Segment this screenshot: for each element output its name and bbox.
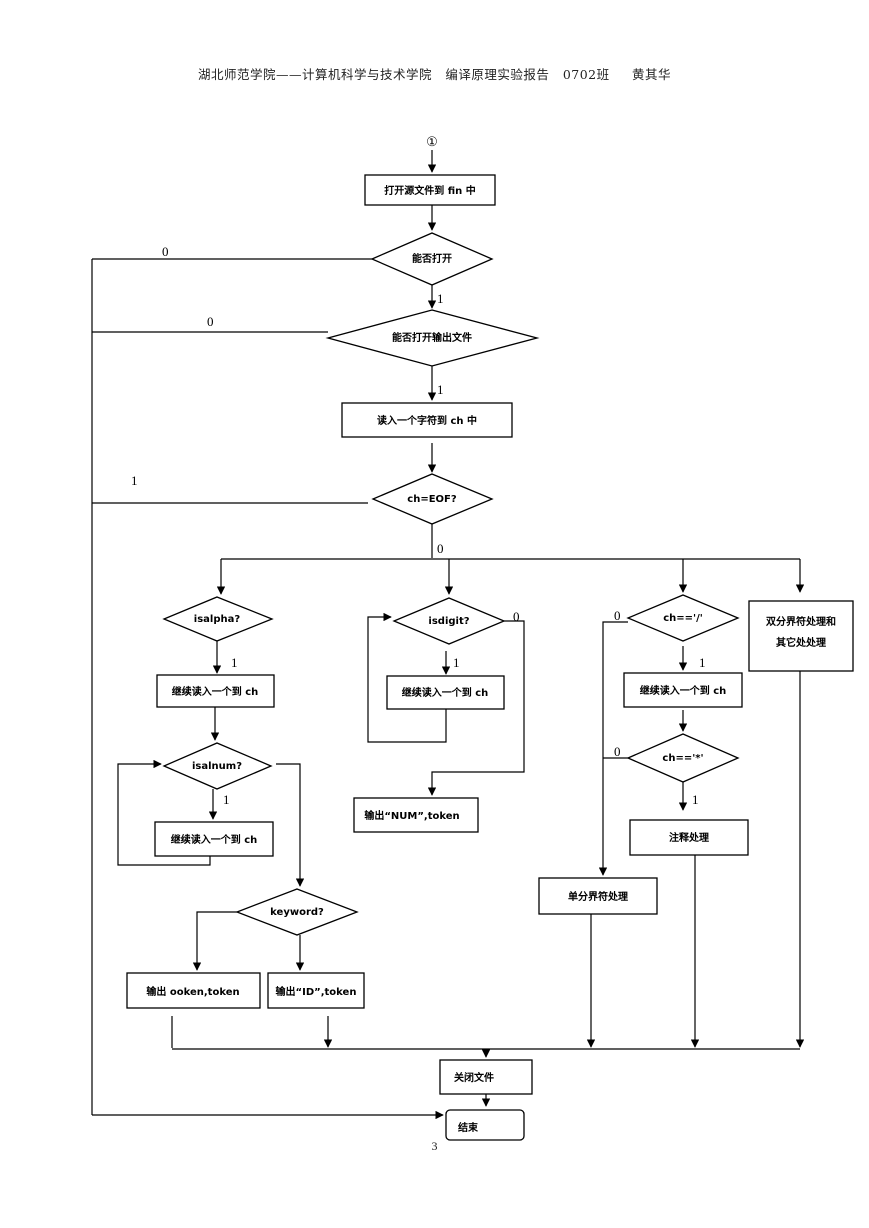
out-keyword-box [126, 972, 261, 1009]
isdigit-label: isdigit? [428, 616, 469, 627]
read-next-a-label: 继续读入一个到 ch [172, 685, 259, 698]
isalpha-label: isalpha? [194, 614, 241, 625]
isalnum-no-line [276, 763, 305, 887]
out-num-label: 输出“NUM”,token [364, 809, 459, 822]
isalnum-diamond [162, 742, 273, 790]
label-one-8: 1 [692, 792, 699, 807]
open-source-box [364, 174, 496, 206]
keyword-diamond [235, 888, 359, 936]
read-next-d-box [623, 672, 743, 708]
comment-label: 注释处理 [669, 831, 709, 844]
close-file-label: 关闭文件 [454, 1071, 494, 1084]
header-report: 编译原理实验报告 [445, 67, 550, 82]
is-slash-no-line [598, 621, 628, 876]
double-delim-box [748, 600, 854, 672]
header-author: 黄其华 [632, 67, 672, 82]
isalnum-label: isalnum? [192, 761, 242, 772]
page-header: 湖北师范学院——计算机科学与技术学院 编译原理实验报告 0702班 黄其华 [0, 64, 869, 83]
read-next-c-label: 继续读入一个到 ch [402, 686, 489, 699]
label-zero-6: 0 [614, 744, 621, 759]
isdigit-no-line [427, 620, 525, 796]
label-zero-3: 0 [437, 541, 444, 556]
close-file-box [439, 1059, 533, 1095]
eof-label: ch=EOF? [407, 494, 457, 505]
keyword-yes-arrow [192, 911, 237, 971]
double-delim-label-1: 双分界符处理和 [766, 615, 836, 628]
out-id-box [267, 972, 365, 1009]
label-zero-1: 0 [162, 244, 169, 259]
label-one-5: 1 [223, 792, 230, 807]
label-one-3: 1 [131, 473, 138, 488]
is-star-label: ch=='*' [662, 753, 703, 764]
comment-box [629, 819, 749, 856]
isdigit-diamond [392, 597, 506, 645]
label-zero-2: 0 [207, 314, 214, 329]
read-char-label: 读入一个字符到 ch 中 [377, 414, 477, 427]
end-label: 结束 [458, 1121, 479, 1134]
read-next-b-box [154, 821, 274, 857]
isalnum-loop-back [117, 759, 211, 866]
can-open-output-label: 能否打开输出文件 [392, 331, 472, 344]
can-open-label: 能否打开 [412, 252, 452, 265]
label-one-7: 1 [699, 655, 706, 670]
read-next-d-label: 继续读入一个到 ch [640, 684, 727, 697]
label-zero-4: 0 [513, 609, 520, 624]
is-slash-label: ch=='/' [663, 613, 703, 624]
header-school: 湖北师范学院——计算机科学与技术学院 [197, 67, 432, 82]
label-zero-5: 0 [614, 608, 621, 623]
read-next-b-label: 继续读入一个到 ch [171, 833, 258, 846]
start-marker: ① [426, 134, 438, 149]
out-id-label: 输出“ID”,token [276, 985, 357, 998]
page-number: 3 [431, 1139, 438, 1153]
open-source-label: 打开源文件到 fin 中 [384, 184, 476, 197]
label-one-4: 1 [231, 655, 238, 670]
label-one-2: 1 [437, 382, 444, 397]
single-delim-box [538, 877, 658, 915]
header-class: 0702班 [562, 67, 610, 82]
isdigit-loop-back [367, 612, 447, 743]
single-delim-label: 单分界符处理 [568, 890, 628, 903]
is-slash-diamond [626, 594, 740, 642]
read-char-box [341, 402, 513, 438]
out-num-box [353, 797, 479, 833]
label-one-1: 1 [437, 291, 444, 306]
end-box [445, 1109, 525, 1141]
out-keyword-label: 输出 ooken,token [146, 985, 239, 998]
keyword-label: keyword? [270, 907, 324, 918]
label-one-6: 1 [453, 655, 460, 670]
double-delim-label-2: 其它处处理 [776, 636, 826, 649]
